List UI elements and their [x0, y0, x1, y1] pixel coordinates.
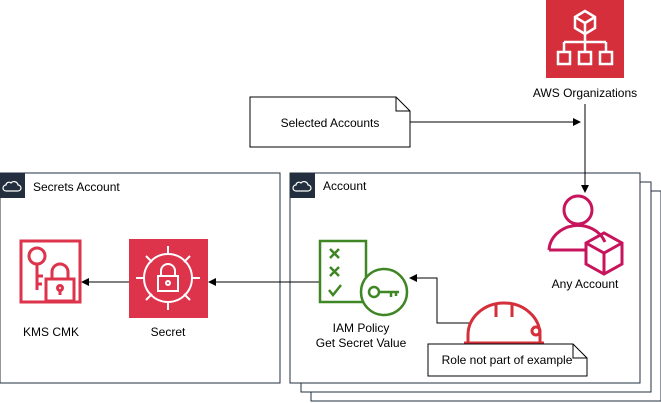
kms-cmk-node[interactable]: KMS CMK	[19, 239, 82, 339]
iam-policy-label-line1: IAM Policy	[333, 321, 390, 335]
iam-policy-icon	[318, 239, 409, 317]
role-note[interactable]: Role not part of example	[427, 343, 588, 377]
cloud-icon	[2, 181, 22, 192]
aws-organizations-label: AWS Organizations	[533, 86, 637, 100]
aws-organizations-node[interactable]: AWS Organizations	[533, 0, 637, 100]
secrets-account-group-label: Secrets Account	[33, 180, 120, 194]
any-account-node[interactable]: Any Account	[547, 194, 624, 291]
helmet-icon	[464, 301, 544, 345]
any-account-label: Any Account	[552, 277, 619, 291]
selected-accounts-label: Selected Accounts	[281, 116, 380, 130]
user-account-icon	[547, 194, 624, 276]
role-to-policy-arrow	[409, 274, 470, 324]
account-group-label: Account	[323, 179, 367, 193]
kms-cmk-label: KMS CMK	[23, 325, 79, 339]
connectors	[81, 104, 589, 324]
secret-label: Secret	[151, 325, 186, 339]
iam-role-node[interactable]	[464, 301, 544, 345]
cloud-icon	[292, 181, 312, 192]
iam-policy-label-line2: Get Secret Value	[316, 336, 407, 350]
secret-node[interactable]: Secret	[129, 239, 208, 339]
iam-policy-node[interactable]: IAM Policy Get Secret Value	[316, 239, 409, 350]
selected-accounts-note[interactable]: Selected Accounts	[249, 96, 411, 148]
role-note-label: Role not part of example	[442, 353, 573, 367]
kms-key-icon	[19, 239, 82, 304]
